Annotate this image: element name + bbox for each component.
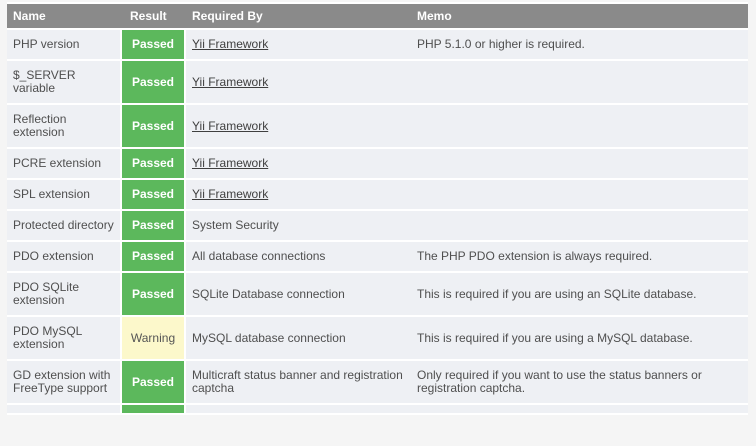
name-cell: SPL extension <box>7 180 120 209</box>
result-badge: Warning <box>120 317 186 359</box>
required-by-cell: Yii Framework <box>186 30 411 59</box>
name-cell <box>7 405 120 413</box>
partial-next-row <box>7 405 748 413</box>
required-by-cell: Yii Framework <box>186 61 411 103</box>
memo-cell: This is required if you are using a MySQ… <box>411 317 748 359</box>
memo-cell: This is required if you are using an SQL… <box>411 273 748 315</box>
name-cell: PDO SQLite extension <box>7 273 120 315</box>
name-cell: PDO MySQL extension <box>7 317 120 359</box>
result-badge: Passed <box>120 361 186 403</box>
table-row: Protected directory Passed System Securi… <box>7 211 748 240</box>
required-by-cell <box>186 405 411 413</box>
required-by-cell: Yii Framework <box>186 105 411 147</box>
required-by-cell: System Security <box>186 211 411 240</box>
memo-cell: Only required if you want to use the sta… <box>411 361 748 403</box>
result-badge: Passed <box>120 180 186 209</box>
required-by-link[interactable]: Yii Framework <box>192 156 269 170</box>
memo-cell <box>411 61 748 103</box>
required-by-link[interactable]: Yii Framework <box>192 118 269 133</box>
table-row: PDO SQLite extension Passed SQLite Datab… <box>7 273 748 315</box>
memo-cell <box>411 180 748 209</box>
table-row: GD extension with FreeType support Passe… <box>7 361 748 403</box>
required-by-link[interactable]: Yii Framework <box>192 74 269 89</box>
column-header-memo: Memo <box>411 4 748 28</box>
required-by-cell: Multicraft status banner and registratio… <box>186 361 411 403</box>
name-cell: Protected directory <box>7 211 120 240</box>
name-cell: PDO extension <box>7 242 120 271</box>
required-by-cell: MySQL database connection <box>186 317 411 359</box>
name-cell: Reflection extension <box>7 105 120 147</box>
memo-cell <box>411 405 748 413</box>
result-badge: Passed <box>120 105 186 147</box>
result-badge <box>120 405 186 413</box>
required-by-link[interactable]: Yii Framework <box>192 187 269 201</box>
required-by-cell: All database connections <box>186 242 411 271</box>
column-header-name: Name <box>7 4 120 28</box>
memo-cell: The PHP PDO extension is always required… <box>411 242 748 271</box>
result-badge: Passed <box>120 211 186 240</box>
table-row: SPL extension Passed Yii Framework <box>7 180 748 209</box>
result-badge: Passed <box>120 149 186 178</box>
name-cell: PCRE extension <box>7 149 120 178</box>
result-badge: Passed <box>120 273 186 315</box>
table-row: Reflection extension Passed Yii Framewor… <box>7 105 748 147</box>
column-header-required-by: Required By <box>186 4 411 28</box>
table-row: PCRE extension Passed Yii Framework <box>7 149 748 178</box>
result-badge: Passed <box>120 30 186 59</box>
column-header-result: Result <box>120 4 186 28</box>
memo-cell <box>411 211 748 240</box>
table-row: PHP version Passed Yii Framework PHP 5.1… <box>7 30 748 59</box>
result-badge: Passed <box>120 242 186 271</box>
table-row: PDO extension Passed All database connec… <box>7 242 748 271</box>
memo-cell <box>411 149 748 178</box>
name-cell: GD extension with FreeType support <box>7 361 120 403</box>
name-cell: PHP version <box>7 30 120 59</box>
result-badge: Passed <box>120 61 186 103</box>
table-row: PDO MySQL extension Warning MySQL databa… <box>7 317 748 359</box>
name-cell: $_SERVER variable <box>7 61 120 103</box>
required-by-cell: SQLite Database connection <box>186 273 411 315</box>
requirements-table: Name Result Required By Memo PHP version… <box>7 2 748 415</box>
header-row: Name Result Required By Memo <box>7 4 748 28</box>
required-by-cell: Yii Framework <box>186 180 411 209</box>
required-by-cell: Yii Framework <box>186 149 411 178</box>
memo-cell <box>411 105 748 147</box>
table-row: $_SERVER variable Passed Yii Framework <box>7 61 748 103</box>
memo-cell: PHP 5.1.0 or higher is required. <box>411 30 748 59</box>
required-by-link[interactable]: Yii Framework <box>192 37 269 51</box>
